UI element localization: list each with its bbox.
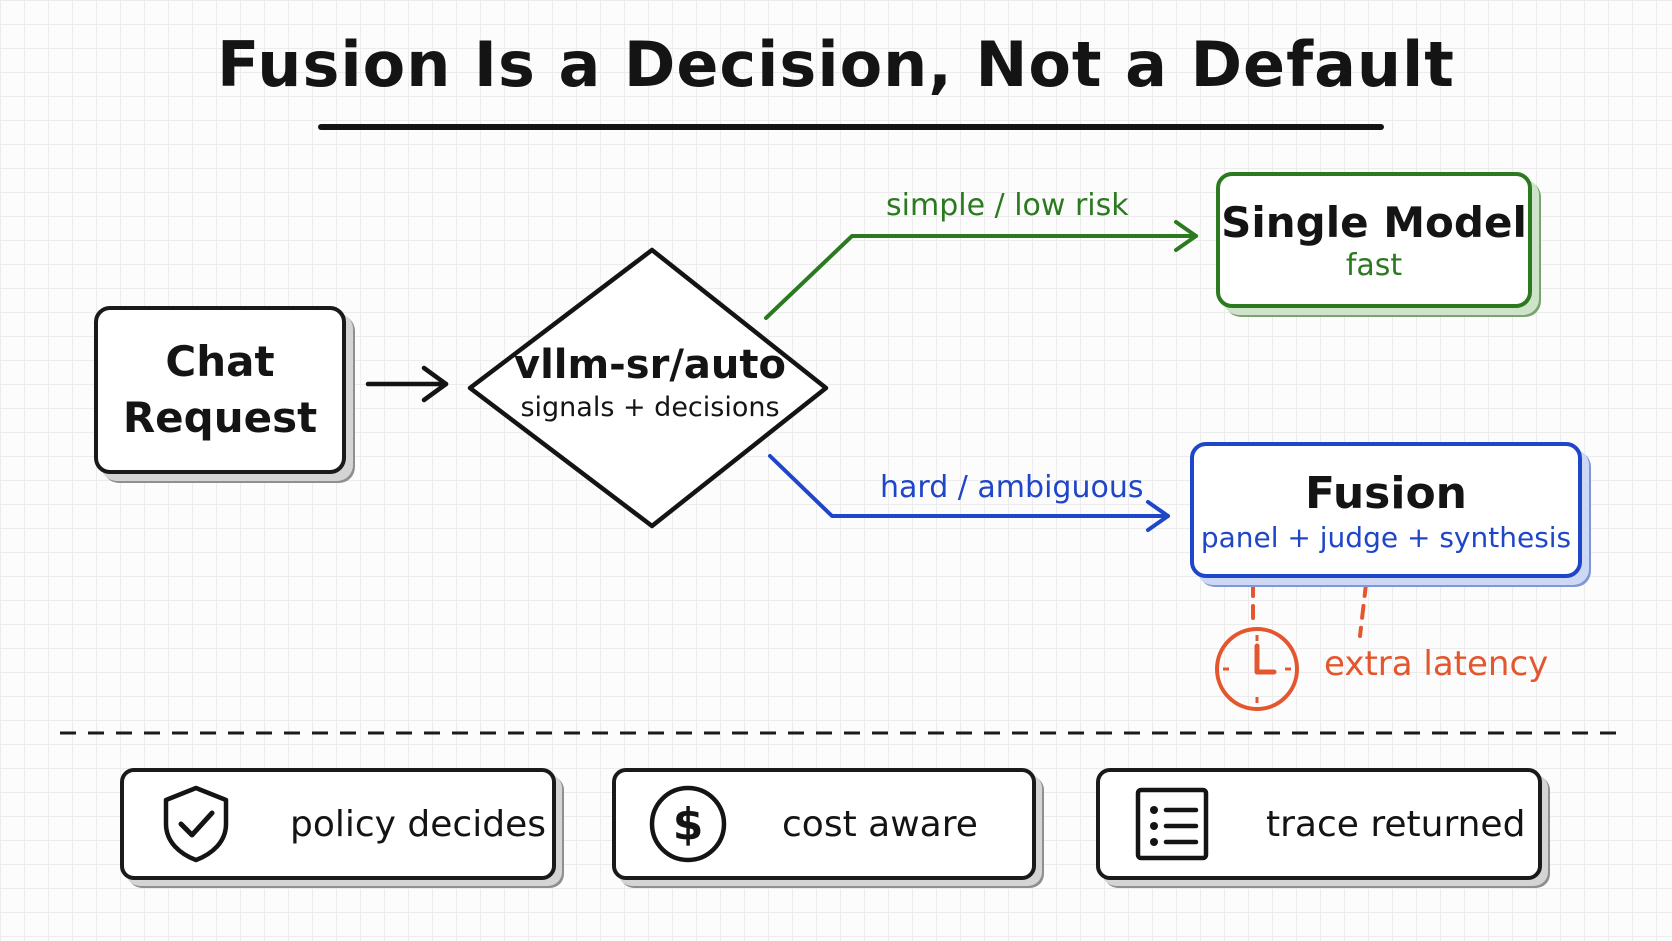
edge-label-simple: simple / low risk <box>886 188 1129 223</box>
arrow-to-fusion <box>768 454 1170 532</box>
dollar-coin-icon: $ <box>649 785 727 863</box>
feature-label-trace: trace returned <box>1266 803 1526 845</box>
feature-label-cost: cost aware <box>782 803 978 845</box>
arrow-to-single-model <box>764 220 1198 320</box>
router-title: vllm-sr/auto <box>514 342 786 388</box>
router-node-text: vllm-sr/auto signals + decisions <box>470 340 830 426</box>
latency-label: extra latency <box>1324 644 1549 684</box>
router-subtitle: signals + decisions <box>520 392 780 423</box>
chat-request-line1: Chat <box>165 337 275 386</box>
arrow-chat-to-router <box>365 365 449 403</box>
fusion-node: Fusion panel + judge + synthesis <box>1190 442 1582 578</box>
latency-connectors <box>1251 582 1368 638</box>
title-underline <box>318 124 1384 130</box>
clock-icon <box>1215 627 1299 711</box>
router-diamond <box>467 247 829 529</box>
single-model-title: Single Model <box>1221 197 1527 247</box>
page-title: Fusion Is a Decision, Not a Default <box>217 28 1455 101</box>
chat-request-node: Chat Request <box>94 306 346 474</box>
feature-label-policy: policy decides <box>290 803 546 845</box>
single-model-subtitle: fast <box>1345 247 1403 283</box>
list-icon <box>1135 787 1209 861</box>
fusion-subtitle: panel + judge + synthesis <box>1200 520 1572 554</box>
fusion-title: Fusion <box>1304 467 1467 519</box>
edge-label-hard: hard / ambiguous <box>880 470 1144 505</box>
feature-trace-returned: trace returned <box>1096 768 1542 880</box>
single-model-node: Single Model fast <box>1216 172 1532 308</box>
svg-text:$: $ <box>673 799 704 850</box>
feature-cost-aware: $ cost aware <box>612 768 1036 880</box>
feature-policy-decides: policy decides <box>120 768 556 880</box>
chat-request-line2: Request <box>122 393 318 442</box>
shield-check-icon <box>163 785 229 863</box>
